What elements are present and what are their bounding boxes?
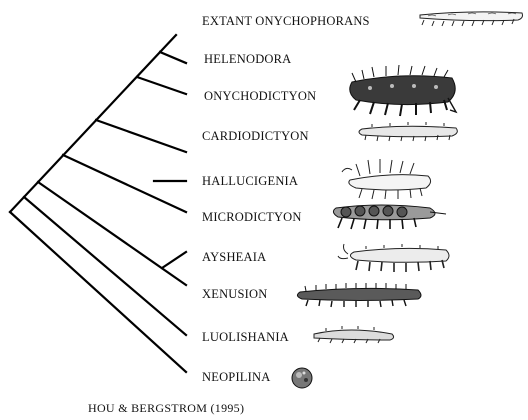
taxon-label-helenodora: HELENODORA: [204, 52, 291, 66]
xenusion-drawing: [297, 283, 421, 307]
luolishania-drawing: [314, 326, 394, 343]
cladogram-branches: [10, 35, 186, 372]
microdictyon-drawing: [333, 205, 446, 229]
citation: HOU & BERGSTROM (1995): [88, 401, 244, 416]
branch-trunk: [10, 35, 176, 212]
taxon-label-extant-onychophorans: EXTANT ONYCHOPHORANS: [202, 14, 370, 28]
branch-luolishania: [24, 197, 186, 335]
cladogram: EXTANT ONYCHOPHORANS HELENODORA ONYCHODI…: [0, 0, 528, 400]
taxon-label-luolishania: LUOLISHANIA: [202, 330, 289, 344]
taxon-labels: EXTANT ONYCHOPHORANS HELENODORA ONYCHODI…: [202, 14, 370, 384]
taxon-label-microdictyon: MICRODICTYON: [202, 210, 302, 224]
branch-aysheaia: [162, 252, 186, 268]
onychophoran-drawing: [420, 12, 523, 26]
branch-neopilina: [10, 212, 186, 372]
hallucigenia-drawing: [342, 159, 431, 199]
taxon-label-hallucigenia: HALLUCIGENIA: [202, 174, 298, 188]
branch-cardiodictyon-clade: [96, 120, 186, 152]
branch-onychodictyon: [137, 77, 186, 94]
aysheaia-drawing: [338, 244, 449, 272]
taxon-label-cardiodictyon: CARDIODICTYON: [202, 129, 309, 143]
cardiodictyon-drawing: [359, 122, 457, 141]
neopilina-shell-drawing: [292, 368, 312, 388]
taxon-label-onychodictyon: ONYCHODICTYON: [204, 89, 316, 103]
onychodictyon-drawing: [350, 65, 456, 116]
taxon-label-neopilina: NEOPILINA: [202, 370, 270, 384]
taxon-label-aysheaia: AYSHEAIA: [202, 250, 266, 264]
branch-aysheaia-clade: [38, 182, 186, 285]
branch-microdictyon: [63, 155, 186, 212]
taxon-label-xenusion: XENUSION: [202, 287, 268, 301]
branch-helenodora: [160, 52, 186, 63]
